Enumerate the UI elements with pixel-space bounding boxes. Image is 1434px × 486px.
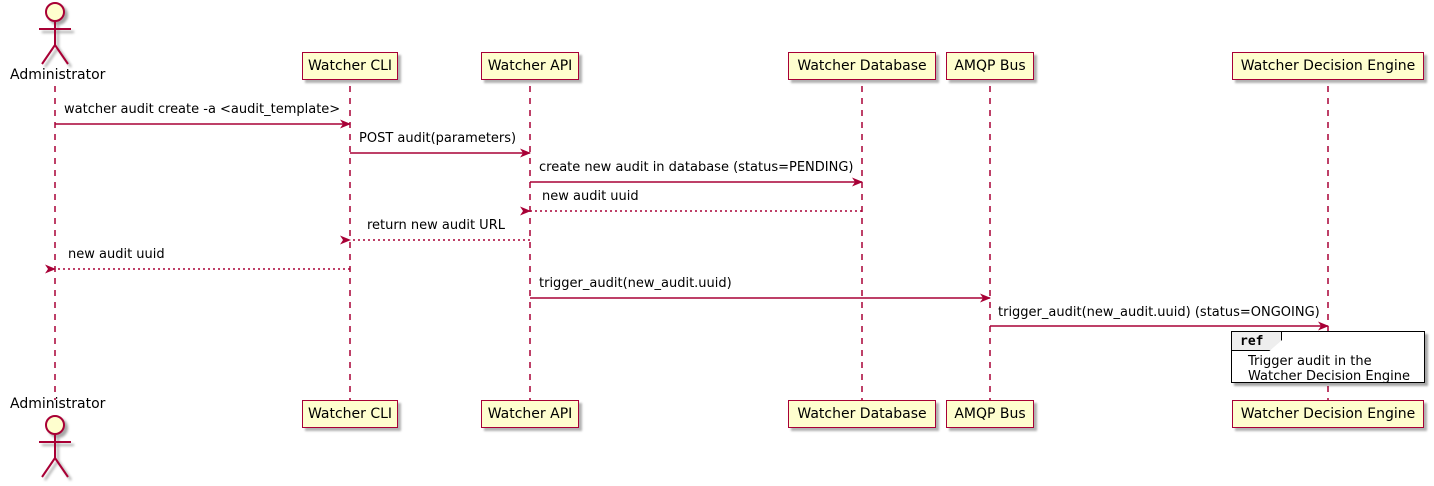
message-arrows-group (45, 119, 1329, 331)
actor-figure-top (39, 2, 71, 65)
ref-fragment: ref Trigger audit in the Watcher Decisio… (1231, 331, 1425, 384)
message-label-m3: create new audit in database (status=PEN… (539, 160, 854, 175)
actor-label-administrator-bottom: Administrator (10, 396, 106, 412)
participant-watcher-api-top[interactable]: Watcher API (481, 52, 579, 80)
participant-decision-engine-bottom[interactable]: Watcher Decision Engine (1232, 400, 1424, 428)
participant-watcher-cli-top[interactable]: Watcher CLI (302, 52, 398, 80)
participant-amqp-bus-bottom[interactable]: AMQP Bus (946, 400, 1034, 428)
participant-watcher-api-bottom[interactable]: Watcher API (481, 400, 579, 428)
actor-head-top (45, 2, 65, 22)
participant-decision-engine-top[interactable]: Watcher Decision Engine (1232, 52, 1424, 80)
message-label-m1: watcher audit create -a <audit_template> (64, 102, 341, 117)
message-label-m6: new audit uuid (68, 247, 165, 262)
lifelines-group (54, 86, 1329, 400)
message-label-m8: trigger_audit(new_audit.uuid) (status=ON… (998, 305, 1320, 320)
participant-watcher-database-top[interactable]: Watcher Database (788, 52, 936, 80)
actor-right-leg-bottom (54, 457, 69, 478)
message-label-m4: new audit uuid (542, 189, 639, 204)
participant-watcher-database-bottom[interactable]: Watcher Database (788, 400, 936, 428)
participant-amqp-bus-top[interactable]: AMQP Bus (946, 52, 1034, 80)
message-label-m2: POST audit(parameters) (359, 131, 517, 146)
actor-left-leg-bottom (41, 457, 56, 478)
actor-label-administrator-top: Administrator (10, 67, 106, 83)
message-label-m7: trigger_audit(new_audit.uuid) (539, 276, 732, 291)
ref-fragment-tab-label: ref (1232, 332, 1283, 351)
actor-head-bottom (45, 415, 65, 435)
actor-figures-group (39, 2, 71, 478)
message-label-m5: return new audit URL (367, 218, 505, 233)
actor-figure-bottom (39, 415, 71, 478)
actor-left-leg-top (41, 44, 56, 65)
ref-fragment-text: Trigger audit in the Watcher Decision En… (1248, 354, 1410, 384)
participant-watcher-cli-bottom[interactable]: Watcher CLI (302, 400, 398, 428)
actor-right-leg-top (54, 44, 69, 65)
